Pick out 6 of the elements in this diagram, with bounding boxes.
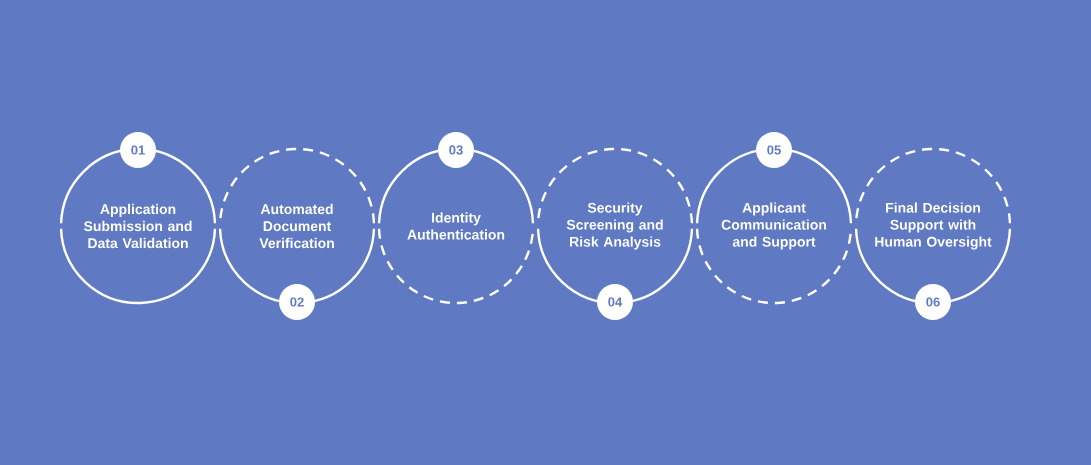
number-badge: 02 [279,284,315,320]
number-badge: 03 [438,132,474,168]
number-badge: 01 [120,132,156,168]
number-badge: 06 [915,284,951,320]
number-badge: 04 [597,284,633,320]
number-badge: 05 [756,132,792,168]
